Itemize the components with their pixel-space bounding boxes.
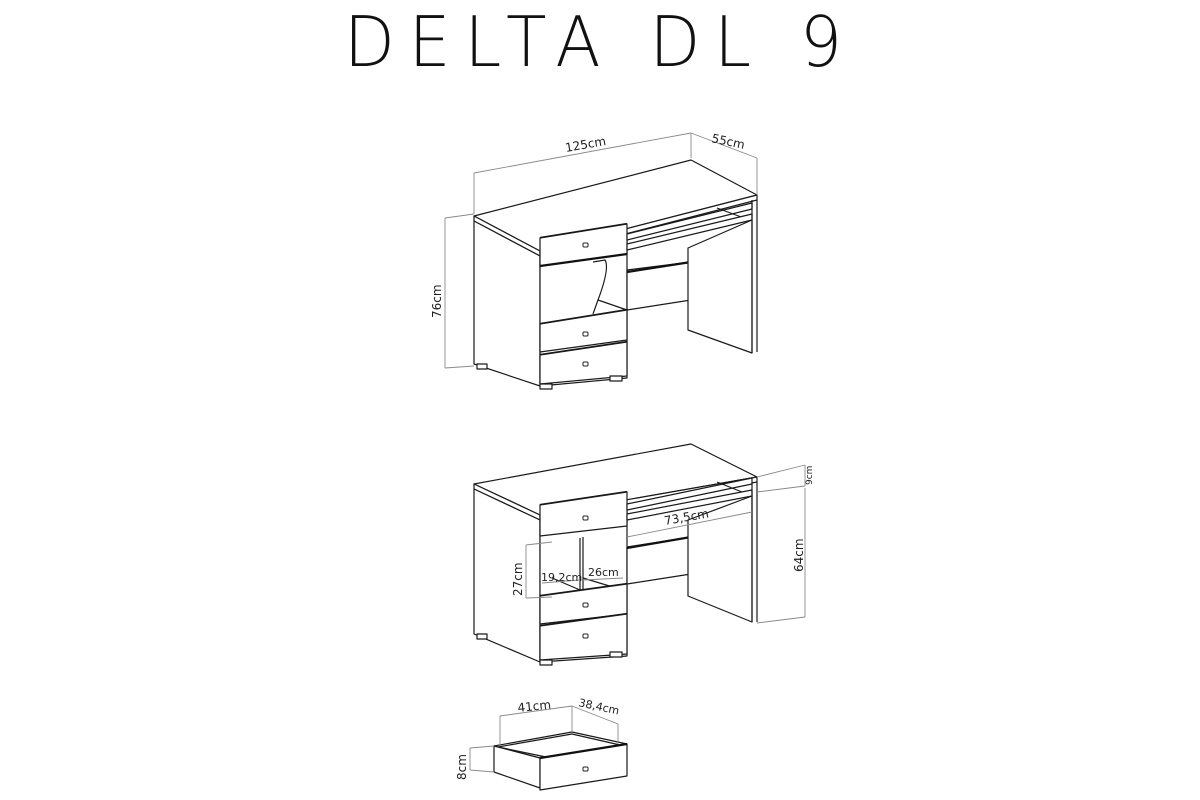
dim-compartment-left-label: 19,2cm [541, 571, 582, 584]
drawer-3-handle-icon [582, 361, 589, 367]
dim-depth-label: 55cm [710, 131, 746, 152]
drawer-handle-icon [582, 766, 589, 772]
drawer-1-front-2 [539, 491, 628, 537]
dim-drawer-height-ext-bottom [469, 769, 495, 773]
compartment-shelf [597, 299, 628, 311]
dim-height-label: 76cm [430, 284, 444, 318]
dim-drawer-height-ext-top [469, 745, 495, 749]
dim-compartment-left-line [541, 579, 581, 584]
drawer-2-handle-icon-2 [582, 602, 589, 608]
dim-knee-height-label: 64cm [792, 538, 806, 572]
drawer-1-handle-icon [582, 242, 589, 248]
foot-right-2 [609, 651, 623, 658]
drawer-2-front [539, 309, 628, 353]
modesty-panel-top-edge-2 [626, 535, 692, 550]
drawer-2-handle-icon [582, 331, 589, 337]
dim-compartment-right-label: 26cm [588, 566, 619, 579]
foot-left [476, 363, 488, 370]
dim-drawer-width-label: 41cm [517, 698, 552, 715]
dim-drawer-height-label: 8cm [455, 754, 469, 780]
desk-interior-view: 9cm 64cm 73,5cm 27cm 19,2cm 26cm [473, 443, 815, 666]
dim-knee-height-ext-bottom [756, 616, 806, 624]
drawer-detail-view: 41cm 38,4cm 8cm [455, 696, 628, 791]
dim-drawer-depth-line [571, 705, 619, 725]
dim-shelf-height-ext-bottom [525, 596, 553, 599]
dim-drawer-depth-label: 38,4cm [577, 696, 620, 717]
drawer-1-handle-icon-2 [582, 515, 589, 521]
dim-shelf-height-label: 27cm [511, 562, 525, 596]
modesty-panel-2 [626, 536, 692, 585]
drawer-3-handle-icon-2 [582, 633, 589, 639]
drawer-1-bottom-edge [539, 252, 628, 268]
foot-front-2 [539, 659, 553, 666]
foot-left-2 [476, 633, 488, 640]
dim-shelf-height-ext-top [525, 541, 553, 546]
dim-width-label: 125cm [564, 134, 607, 155]
product-title: DELTA DL 9 [343, 2, 857, 83]
dim-drawer-width-line [499, 705, 573, 717]
foot-right [609, 375, 623, 382]
dim-top-gap-ext-bottom [756, 485, 806, 493]
drawer-front-top-edge [539, 742, 628, 760]
modesty-panel [626, 261, 692, 311]
dim-compartment-right-line [582, 577, 624, 581]
dim-top-gap-ext-top [756, 464, 806, 478]
foot-front [539, 383, 553, 390]
dim-width-line [473, 132, 692, 174]
modesty-panel-top-edge [626, 260, 692, 274]
dim-height-ext-bottom [444, 365, 475, 369]
right-leg-panel [687, 219, 753, 354]
compartment-floor-left [551, 577, 581, 591]
desk-overview-view: 125cm 55cm 76cm [430, 131, 758, 390]
dim-knee-width-line [626, 511, 753, 538]
dim-height-ext-top [444, 213, 475, 219]
dim-top-gap-label: 9cm [805, 466, 815, 485]
dim-depth-line [690, 132, 758, 159]
